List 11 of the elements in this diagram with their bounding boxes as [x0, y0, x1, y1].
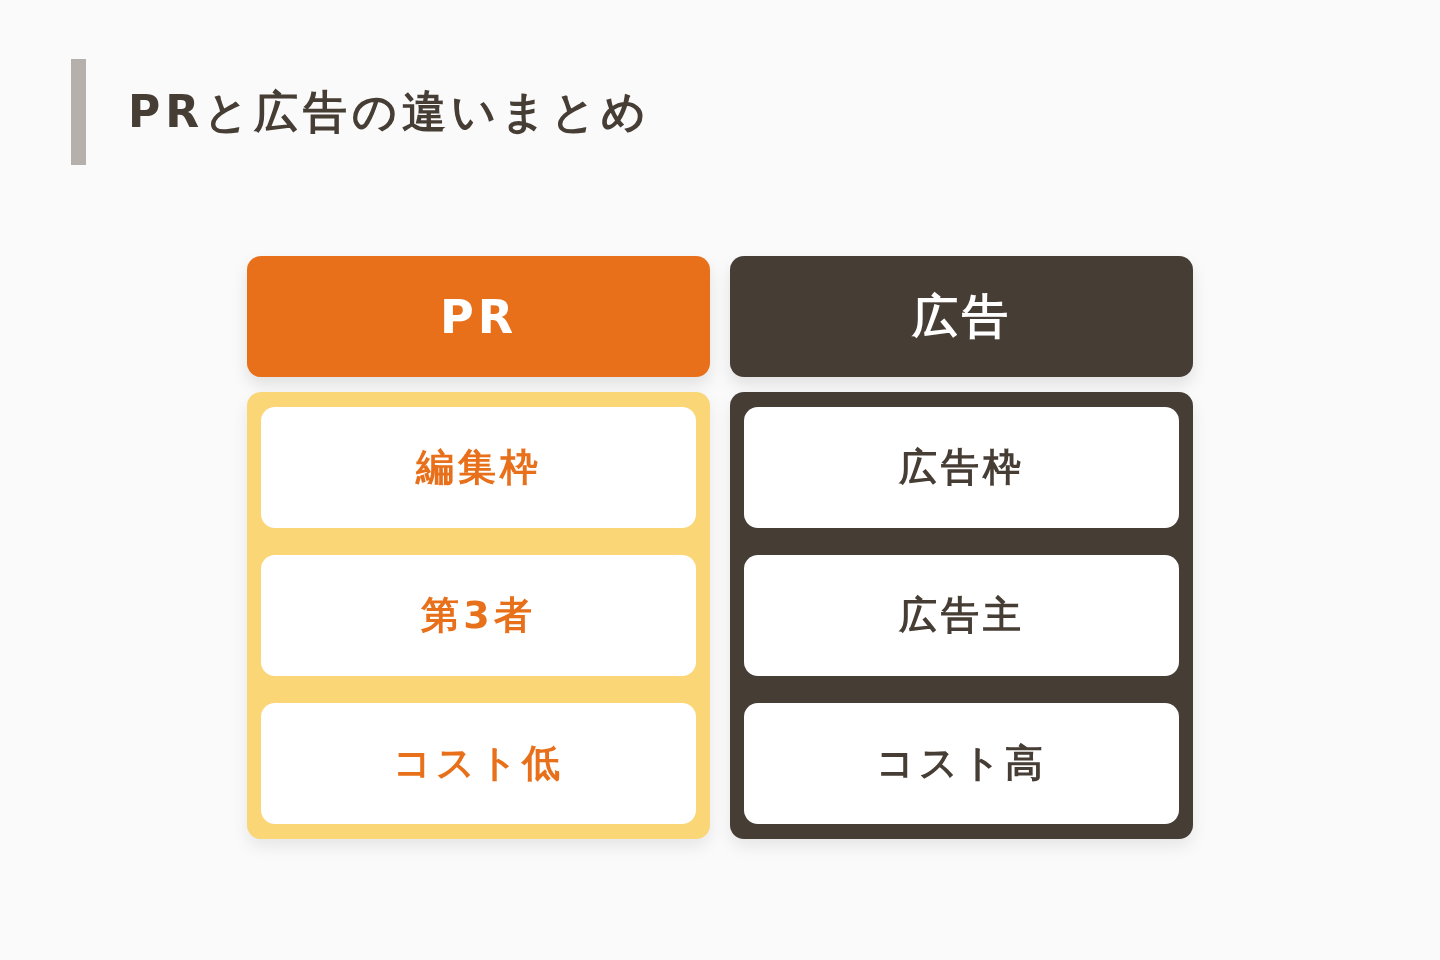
item-card: 広告主 [744, 555, 1179, 676]
column-header: 広告 [730, 256, 1193, 377]
item-card: コスト低 [261, 703, 696, 824]
column-panel [730, 392, 1193, 839]
title: PRと広告の違いまとめ [128, 85, 652, 139]
item-card: 広告枠 [744, 407, 1179, 528]
column-panel [247, 392, 710, 839]
item-card: コスト高 [744, 703, 1179, 824]
item-card: 第3者 [261, 555, 696, 676]
item-card: 編集枠 [261, 407, 696, 528]
column-header: PR [247, 256, 710, 377]
